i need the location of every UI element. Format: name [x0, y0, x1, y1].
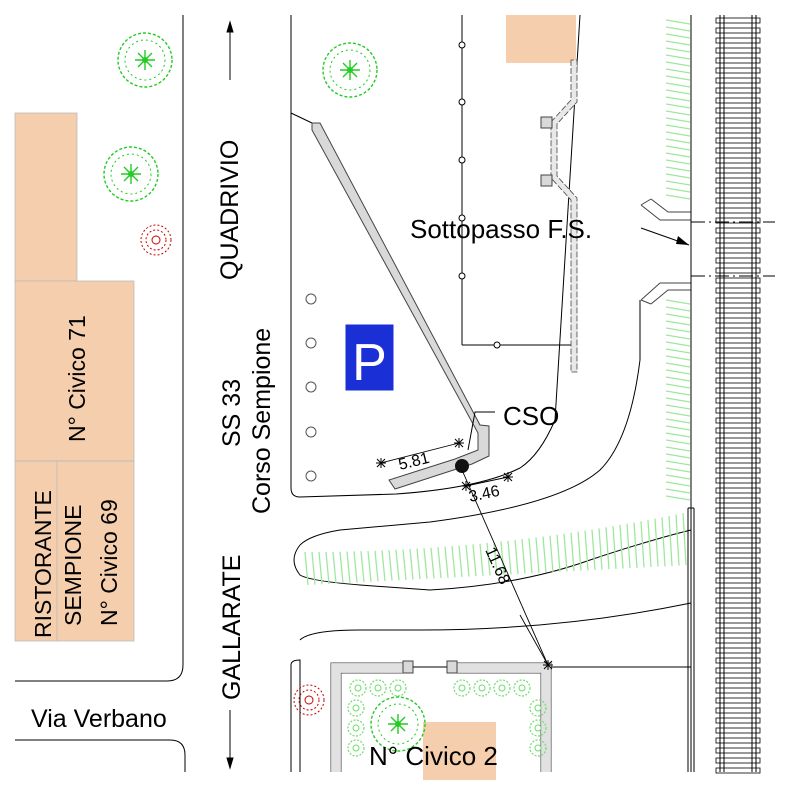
grass-strip-rail: [665, 19, 691, 501]
bollards: [305, 293, 317, 482]
shrub-icon: [347, 719, 365, 737]
label-quadrivio: QUADRIVIO: [216, 140, 244, 280]
building-civico-71: [14, 280, 135, 462]
parking-sign-letter: P: [352, 334, 387, 392]
shrub-icon: [513, 679, 531, 697]
direction-arrows: [226, 20, 234, 770]
kerb-lower: [299, 602, 692, 641]
hydrant-icon: [140, 224, 172, 256]
building-top-left: [14, 112, 78, 282]
kerb-island: [293, 529, 692, 591]
cso-manhole-icon: [455, 459, 469, 473]
hydrant-icon: [293, 684, 325, 716]
label-ss33: SS 33: [218, 379, 246, 447]
dimension-label-3: 11.68: [481, 545, 512, 588]
label-sempione: SEMPIONE: [60, 505, 86, 626]
shrub-icon: [347, 699, 365, 717]
label-civico-71: N° Civico 71: [64, 315, 90, 442]
railway-track: [687, 15, 761, 774]
parking-icon: [344, 323, 395, 392]
shrub-icon: [389, 679, 407, 697]
building-top-right: [506, 15, 576, 63]
label-civico-69: N° Civico 69: [96, 499, 122, 626]
shrub-icon: [473, 679, 491, 697]
shrub-icon: [369, 679, 387, 697]
label-corso-sempione: Corso Sempione: [248, 328, 276, 514]
diagonal-wall: [311, 122, 490, 490]
tree-icon: [117, 32, 173, 88]
dimension-lines: [380, 442, 549, 666]
label-ristorante: RISTORANTE: [30, 490, 56, 638]
label-via-verbano: Via Verbano: [31, 705, 167, 733]
tree-icon: [103, 146, 159, 202]
building-civico-2: [423, 722, 496, 780]
underpass-walls: [640, 198, 691, 305]
grass-strip-island: [304, 513, 687, 586]
label-civico-2: N° Civico 2: [369, 741, 498, 771]
kerb-via-verbano: [15, 739, 186, 772]
dimension-label-2: 3.46: [467, 483, 501, 506]
fence-line: [458, 15, 573, 349]
shrub-icon: [347, 739, 365, 757]
shrub-icon: [453, 679, 471, 697]
kerb-island-top: [299, 300, 641, 546]
shrub-icon: [349, 679, 367, 697]
building-civico-69: [14, 460, 135, 642]
kerb-left: [15, 15, 184, 682]
label-gallarate: GALLARATE: [218, 555, 246, 700]
shrub-icon: [493, 679, 511, 697]
tree-icon: [322, 42, 378, 98]
label-sottopasso: Sottopasso F.S.: [410, 214, 592, 244]
label-cso: CSO: [503, 401, 559, 431]
